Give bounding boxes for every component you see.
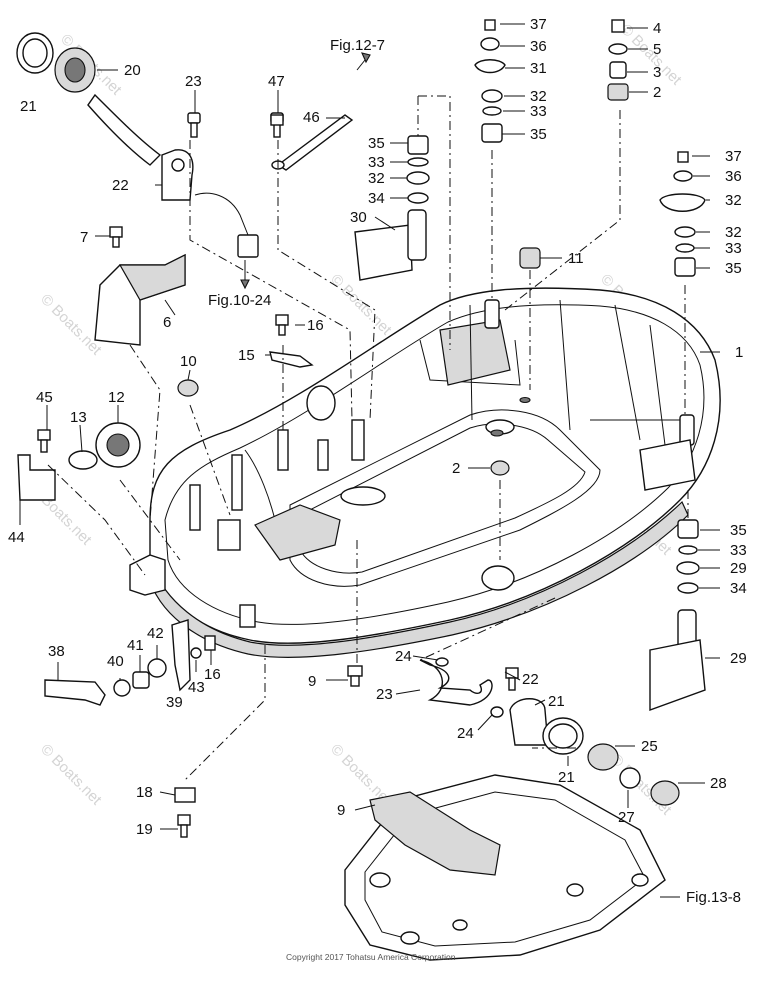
- callout-4: 4: [653, 20, 661, 37]
- callout-46: 46: [303, 109, 320, 126]
- callout-17: 18: [136, 784, 153, 801]
- callout-20: 21: [20, 98, 37, 115]
- callout-45: 45: [36, 389, 53, 406]
- callout-15: 15: [238, 347, 255, 364]
- callout-18: 19: [136, 821, 153, 838]
- callout-32: 32: [368, 170, 385, 187]
- callout-34: 34: [730, 580, 747, 597]
- callout-16: 16: [307, 317, 324, 334]
- callout-10: 10: [180, 353, 197, 370]
- bottom-cowl: [129, 287, 721, 658]
- callout-31: 31: [530, 60, 547, 77]
- watermark: © Boats.net: [37, 291, 105, 359]
- callout-40: 40: [107, 653, 124, 670]
- callout-16: 16: [204, 666, 221, 683]
- callout-35: 35: [725, 260, 742, 277]
- callout-37: 37: [530, 16, 547, 33]
- callout-35: 35: [730, 522, 747, 539]
- figure-ref-10-24: Fig.10-24: [208, 292, 271, 309]
- callout-37: 37: [725, 148, 742, 165]
- callout-36: 36: [530, 38, 547, 55]
- callout-29: 29: [730, 650, 747, 667]
- callout-36: 36: [725, 168, 742, 185]
- callout-21: 22: [112, 177, 129, 194]
- callout-14: 13: [70, 409, 87, 426]
- callout-9: 9: [337, 802, 345, 819]
- callout-47: 47: [268, 73, 285, 90]
- callout-22: 22: [522, 671, 539, 688]
- callout-33: 33: [725, 240, 742, 257]
- callout-25: 25: [641, 738, 658, 755]
- small-parts: [16, 19, 706, 838]
- callout-7: 7: [80, 229, 88, 246]
- callout-27: 27: [618, 809, 635, 826]
- callout-43: 43: [188, 679, 205, 696]
- callout-13: 11: [568, 250, 584, 267]
- callout-19: 20: [124, 62, 141, 79]
- figure-ref-13-8: Fig.13-8: [686, 889, 741, 906]
- callout-42: 42: [147, 625, 164, 642]
- callout-20: 21: [558, 769, 575, 786]
- callout-21: 21: [548, 693, 565, 710]
- callout-11: 9: [308, 673, 316, 690]
- callout-31: 32: [725, 192, 742, 209]
- callout-24: 24: [457, 725, 474, 742]
- callout-35: 35: [530, 126, 547, 143]
- callout-2: 2: [452, 460, 460, 477]
- watermark: © Boats.net: [617, 21, 685, 89]
- callout-33: 33: [730, 542, 747, 559]
- callout-12: 12: [108, 389, 125, 406]
- leader-lines: [19, 23, 720, 898]
- callout-23: 23: [376, 686, 393, 703]
- callout-33: 33: [368, 154, 385, 171]
- figure-ref-12-7: Fig.12-7: [330, 37, 385, 54]
- callout-24: 24: [395, 648, 412, 665]
- watermark: © Boats.net: [37, 741, 105, 809]
- callout-2: 2: [653, 84, 661, 101]
- callout-30: 30: [350, 209, 367, 226]
- callout-32: 32: [725, 224, 742, 241]
- assembly-lines: [47, 95, 689, 781]
- callout-34: 34: [368, 190, 385, 207]
- callout-35: 35: [368, 135, 385, 152]
- figure-references: Fig.12-7 Fig.10-24 Fig.13-8: [208, 37, 741, 906]
- callout-32: 32: [530, 88, 547, 105]
- copyright-notice: Copyright 2017 Tohatsu America Corporati…: [286, 952, 456, 962]
- callout-labels: 20 21 22 23 47 46 7 6 16 15 10 45 13 12 …: [8, 16, 747, 838]
- callout-44: 44: [8, 529, 25, 546]
- callout-28: 28: [710, 775, 727, 792]
- callout-41: 41: [127, 637, 144, 654]
- callout-22: 23: [185, 73, 202, 90]
- callout-1: 1: [735, 344, 743, 361]
- callout-5: 5: [653, 41, 661, 58]
- callout-32: 29: [730, 560, 747, 577]
- callout-33: 33: [530, 103, 547, 120]
- callout-6: 6: [163, 314, 171, 331]
- callout-38: 38: [48, 643, 65, 660]
- watermark: © Boats.net: [327, 271, 395, 339]
- lower-bracket: [344, 774, 666, 961]
- callout-3: 3: [653, 64, 661, 81]
- callout-39: 39: [166, 694, 183, 711]
